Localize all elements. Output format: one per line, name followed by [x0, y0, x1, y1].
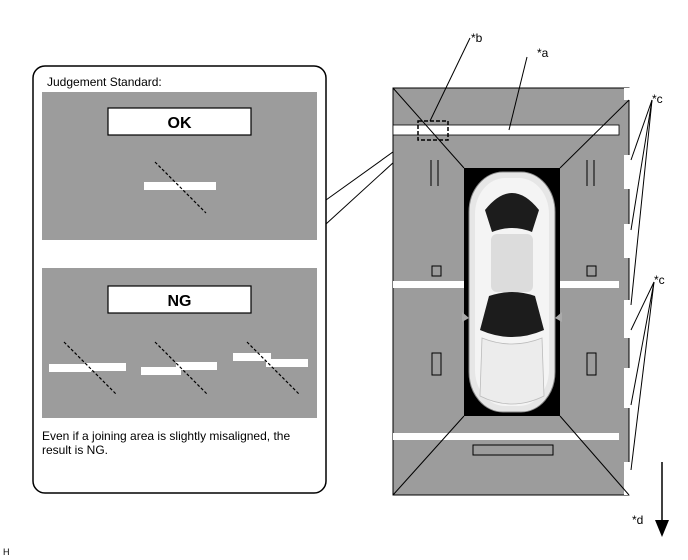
- ok-white-line: [144, 182, 216, 190]
- judgement-panel: Judgement Standard: OK NG: [32, 65, 327, 494]
- judgement-title: Judgement Standard:: [47, 75, 162, 89]
- ng-line-3-left: [233, 353, 271, 361]
- arrow-down-icon: [655, 520, 669, 537]
- ng-dashed-guide-3: [246, 341, 300, 395]
- diag-top-left: [392, 87, 465, 169]
- diag-top-right: [559, 99, 630, 169]
- note-line-1: Even if a joining area is slightly misal…: [42, 429, 290, 443]
- car-hood: [479, 337, 545, 405]
- ok-example: OK: [42, 92, 317, 240]
- callouts: [429, 37, 655, 471]
- ng-example: NG: [42, 268, 317, 418]
- direction-arrow-d: [655, 462, 669, 537]
- ng-label: NG: [168, 293, 192, 310]
- note-line-2: result is NG.: [42, 443, 108, 457]
- car-roof: [491, 234, 533, 292]
- callout-a: *a: [537, 46, 549, 60]
- diag-bottom-right: [559, 415, 630, 496]
- figure-code: H: [3, 547, 10, 557]
- ng-line-2-left: [141, 367, 181, 375]
- target-line-a: [392, 124, 620, 136]
- curb-notches: [624, 88, 630, 495]
- joining-area-box-b: [417, 120, 449, 141]
- diag-bottom-left: [392, 415, 465, 496]
- ng-line-3-right: [266, 359, 308, 367]
- parking-area: [392, 87, 630, 496]
- callout-c-top: *c: [652, 92, 663, 106]
- ng-label-box: [107, 285, 252, 314]
- callout-c-bottom: *c: [654, 273, 665, 287]
- ng-line-1-left: [49, 364, 91, 372]
- callout-d: *d: [632, 513, 643, 527]
- ng-dashed-guide-1: [63, 341, 117, 395]
- car-rear-window: [485, 193, 539, 232]
- car-top-view: [462, 171, 562, 413]
- ng-dashed-guide-2: [154, 341, 208, 395]
- callout-b: *b: [471, 31, 483, 45]
- ok-label: OK: [168, 115, 192, 132]
- ground-markers: [430, 160, 597, 456]
- ng-line-1-right: [86, 363, 126, 371]
- ok-dashed-guide: [154, 161, 207, 214]
- ng-line-2-right: [176, 362, 217, 370]
- car-windshield: [480, 292, 544, 337]
- lower-line: [393, 433, 619, 440]
- ok-label-box: [107, 107, 252, 136]
